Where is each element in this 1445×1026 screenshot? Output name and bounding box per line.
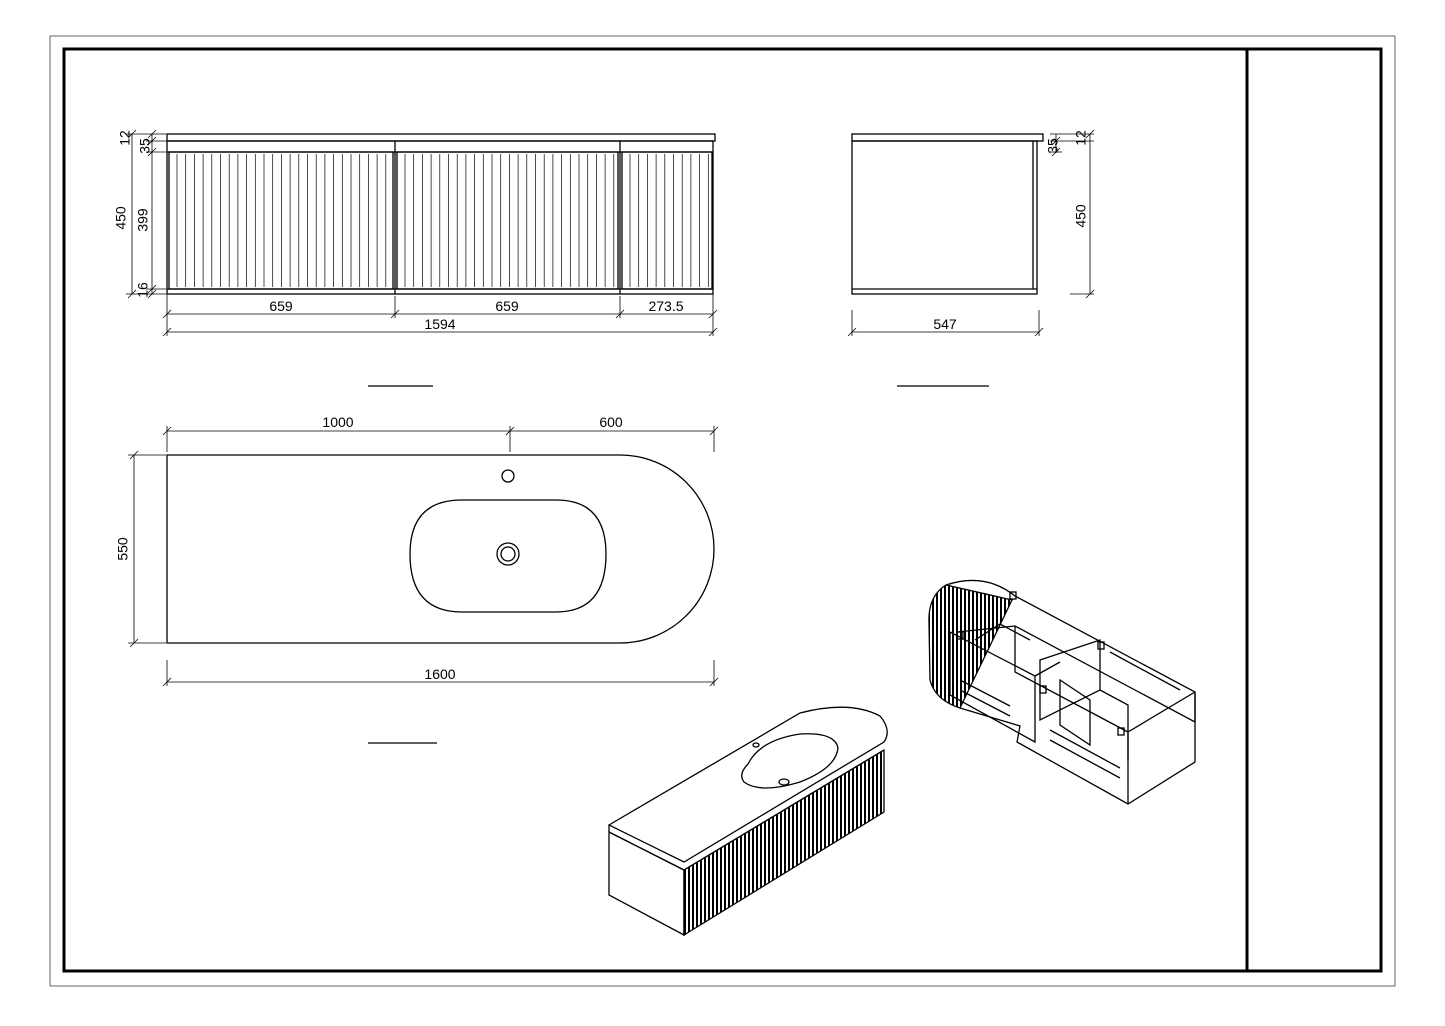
iso-view-assembled (607, 706, 888, 937)
side-countertop (851, 133, 1044, 142)
dim-radius-section: 600 (599, 414, 623, 430)
dim-top-depth: 550 (115, 537, 131, 561)
top-countertop-outline (166, 454, 715, 644)
basin-outline (409, 499, 607, 613)
dim-door-middle-width: 659 (495, 298, 519, 314)
door-flutes (176, 154, 709, 287)
iso-countertop (607, 706, 888, 863)
front-countertop (166, 133, 716, 142)
dim-side-cabinet-height: 450 (1073, 204, 1089, 228)
front-cabinet-body (166, 140, 714, 295)
front-view: 12 35 450 399 16 659 659 273.5 1594 (113, 129, 718, 387)
top-view: 1000 600 550 1600 (115, 414, 719, 744)
dim-cabinet-height: 450 (113, 206, 129, 230)
iso-cabinet-front (683, 748, 885, 937)
drain-outer (496, 542, 520, 566)
dim-top-thickness: 12 (117, 130, 133, 146)
side-cabinet-body (851, 140, 1038, 295)
dim-plinth-height: 16 (135, 282, 151, 298)
iso-view-carcass (928, 579, 1196, 805)
front-vertical-dimensions (126, 129, 166, 299)
carcass-curved-end (928, 584, 1013, 709)
door-left (168, 151, 394, 290)
tap-hole (501, 469, 515, 483)
dim-door-height: 399 (135, 208, 151, 232)
dim-side-gap-height: 35 (1045, 138, 1061, 154)
dim-side-depth: 547 (933, 316, 957, 332)
dim-basin-offset: 1000 (322, 414, 353, 430)
side-view: 12 35 450 547 (847, 129, 1095, 387)
sheet-outer-border (49, 35, 1396, 987)
dim-door-left-width: 659 (269, 298, 293, 314)
drain-inner (500, 546, 516, 562)
dim-door-right-width: 273.5 (648, 298, 683, 314)
door-middle (396, 151, 619, 290)
dim-overall-width: 1594 (424, 316, 455, 332)
front-horizontal-dimensions (162, 294, 718, 337)
door-right (621, 151, 713, 290)
drawing-frame (62, 47, 1383, 973)
dim-gap-height: 35 (137, 138, 153, 154)
dim-overall-length: 1600 (424, 666, 455, 682)
iso-cabinet-side (608, 830, 685, 937)
dim-side-top-thickness: 12 (1073, 130, 1089, 146)
iso-basin (741, 733, 839, 789)
